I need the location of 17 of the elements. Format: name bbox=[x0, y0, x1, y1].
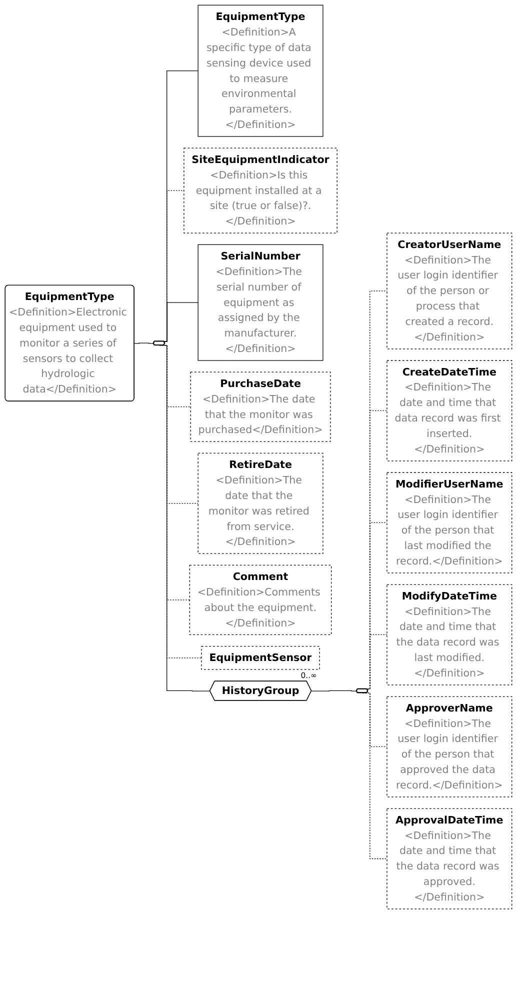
node-box: ModifyDateTime <Definition>The date and time that the data record was last modified.</Definition> bbox=[386, 584, 512, 686]
node-box: ApproverName <Definition>The user login identifier of the person that approved the data record.</Definition> bbox=[386, 696, 512, 798]
connector bbox=[362, 692, 388, 860]
connector bbox=[362, 692, 388, 748]
node-box: EquipmentSensor bbox=[201, 646, 320, 670]
node-box: RetireDate <Definition>The date that the monitor was retired from service.</Definition> bbox=[198, 452, 324, 554]
node-box: Comment <Definition>Comments about the equipment.</Definition> bbox=[189, 564, 332, 636]
node-box: SerialNumber <Definition>The serial number of equipment as assigned by the manufacturer.</Definition> bbox=[198, 244, 324, 361]
node-box: CreateDateTime <Definition>The date and time that data record was first inserted.</Definition> bbox=[386, 360, 512, 462]
node-box: ApprovalDateTime <Definition>The date and time that the data record was approved.</Definition> bbox=[386, 808, 512, 910]
connector bbox=[311, 690, 358, 692]
node-box: CreatorUserName <Definition>The user login identifier of the person or process that created a record.</Definition> bbox=[386, 232, 512, 350]
node-box: EquipmentType <Definition>A specific type of data sensing device used to measure environmental parameters.</Definition> bbox=[198, 4, 324, 137]
node-box: SiteEquipmentIndicator <Definition>Is this equipment installed at a site (true or false)?.</Definition> bbox=[184, 148, 338, 234]
node-box: PurchaseDate <Definition>The date that the monitor was purchased</Definition> bbox=[190, 372, 331, 442]
connector bbox=[134, 342, 154, 344]
node-box: ModifierUserName <Definition>The user login identifier of the person that last modified the record.</Definition> bbox=[386, 472, 512, 574]
